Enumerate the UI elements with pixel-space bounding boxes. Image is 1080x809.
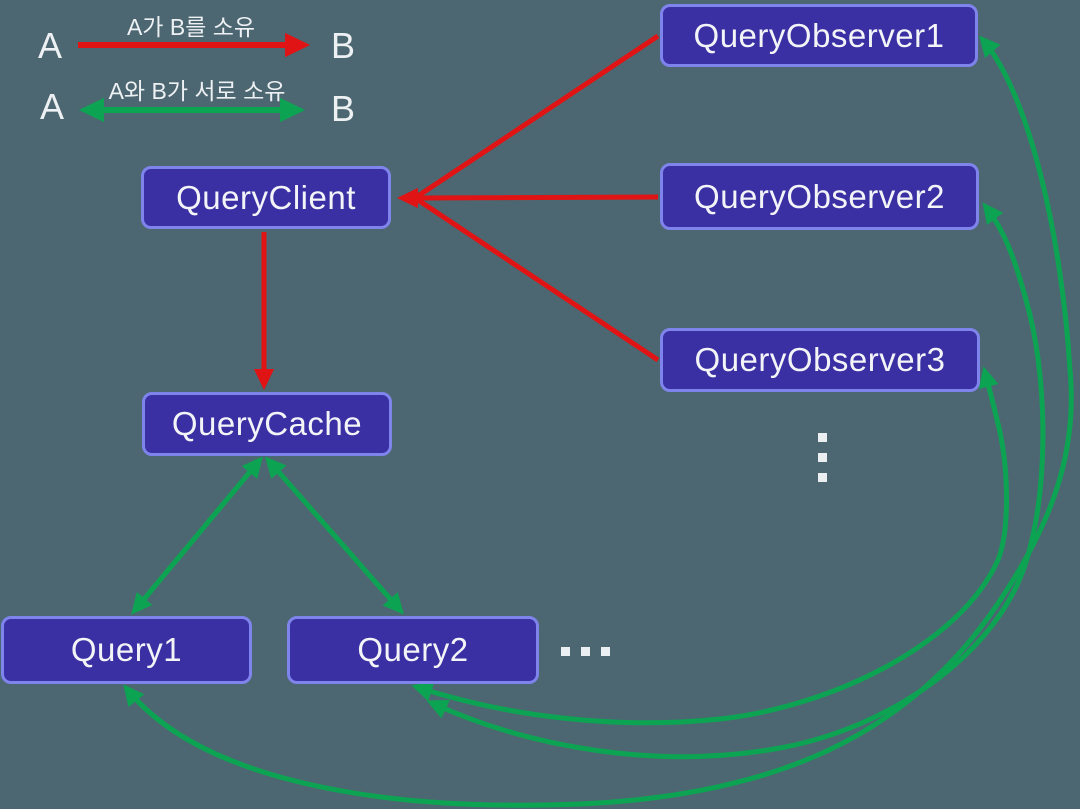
edge-cache-query2 — [265, 456, 404, 615]
node-query-observer1-label: QueryObserver1 — [693, 16, 945, 54]
node-query-observer2: QueryObserver2 — [660, 163, 979, 230]
edge-observer2-client — [417, 194, 659, 201]
ellipsis-dot — [818, 433, 827, 442]
ellipsis-dot — [601, 647, 610, 656]
node-query2: Query2 — [287, 616, 539, 684]
ellipsis-dot — [818, 473, 827, 482]
ellipsis-dot — [581, 647, 590, 656]
node-query1: Query1 — [1, 616, 252, 684]
node-query-cache-label: QueryCache — [171, 405, 363, 442]
node-query-observer3-label: QueryObserver3 — [694, 341, 946, 378]
edge-observer1-client — [416, 33, 660, 199]
node-query-observer3: QueryObserver3 — [660, 328, 980, 392]
legend-letter-b2: B — [331, 88, 356, 129]
node-query-client: QueryClient — [141, 166, 391, 229]
edge-query2-observer3 — [411, 366, 1009, 726]
legend-letter-b1: B — [331, 25, 356, 66]
legend-mutual-label: A와 B가 서로 소유 — [108, 78, 286, 104]
node-query-cache: QueryCache — [142, 392, 392, 456]
horizontal-ellipsis-icon — [561, 647, 610, 656]
legend-letter-a1: A — [38, 25, 63, 66]
node-query2-label: Query2 — [357, 631, 469, 668]
edge-cache-query1 — [131, 456, 263, 615]
ellipsis-dot — [561, 647, 570, 656]
legend-owns-label: A가 B를 소유 — [126, 14, 256, 40]
node-query1-label: Query1 — [70, 631, 183, 668]
legend-letter-a2: A — [40, 86, 65, 127]
edge-observer3-client — [416, 197, 660, 363]
ellipsis-dot — [818, 453, 827, 462]
node-query-observer2-label: QueryObserver2 — [694, 177, 945, 215]
vertical-ellipsis-icon — [818, 433, 827, 482]
node-query-observer1: QueryObserver1 — [660, 4, 978, 67]
node-query-client-label: QueryClient — [176, 178, 356, 216]
